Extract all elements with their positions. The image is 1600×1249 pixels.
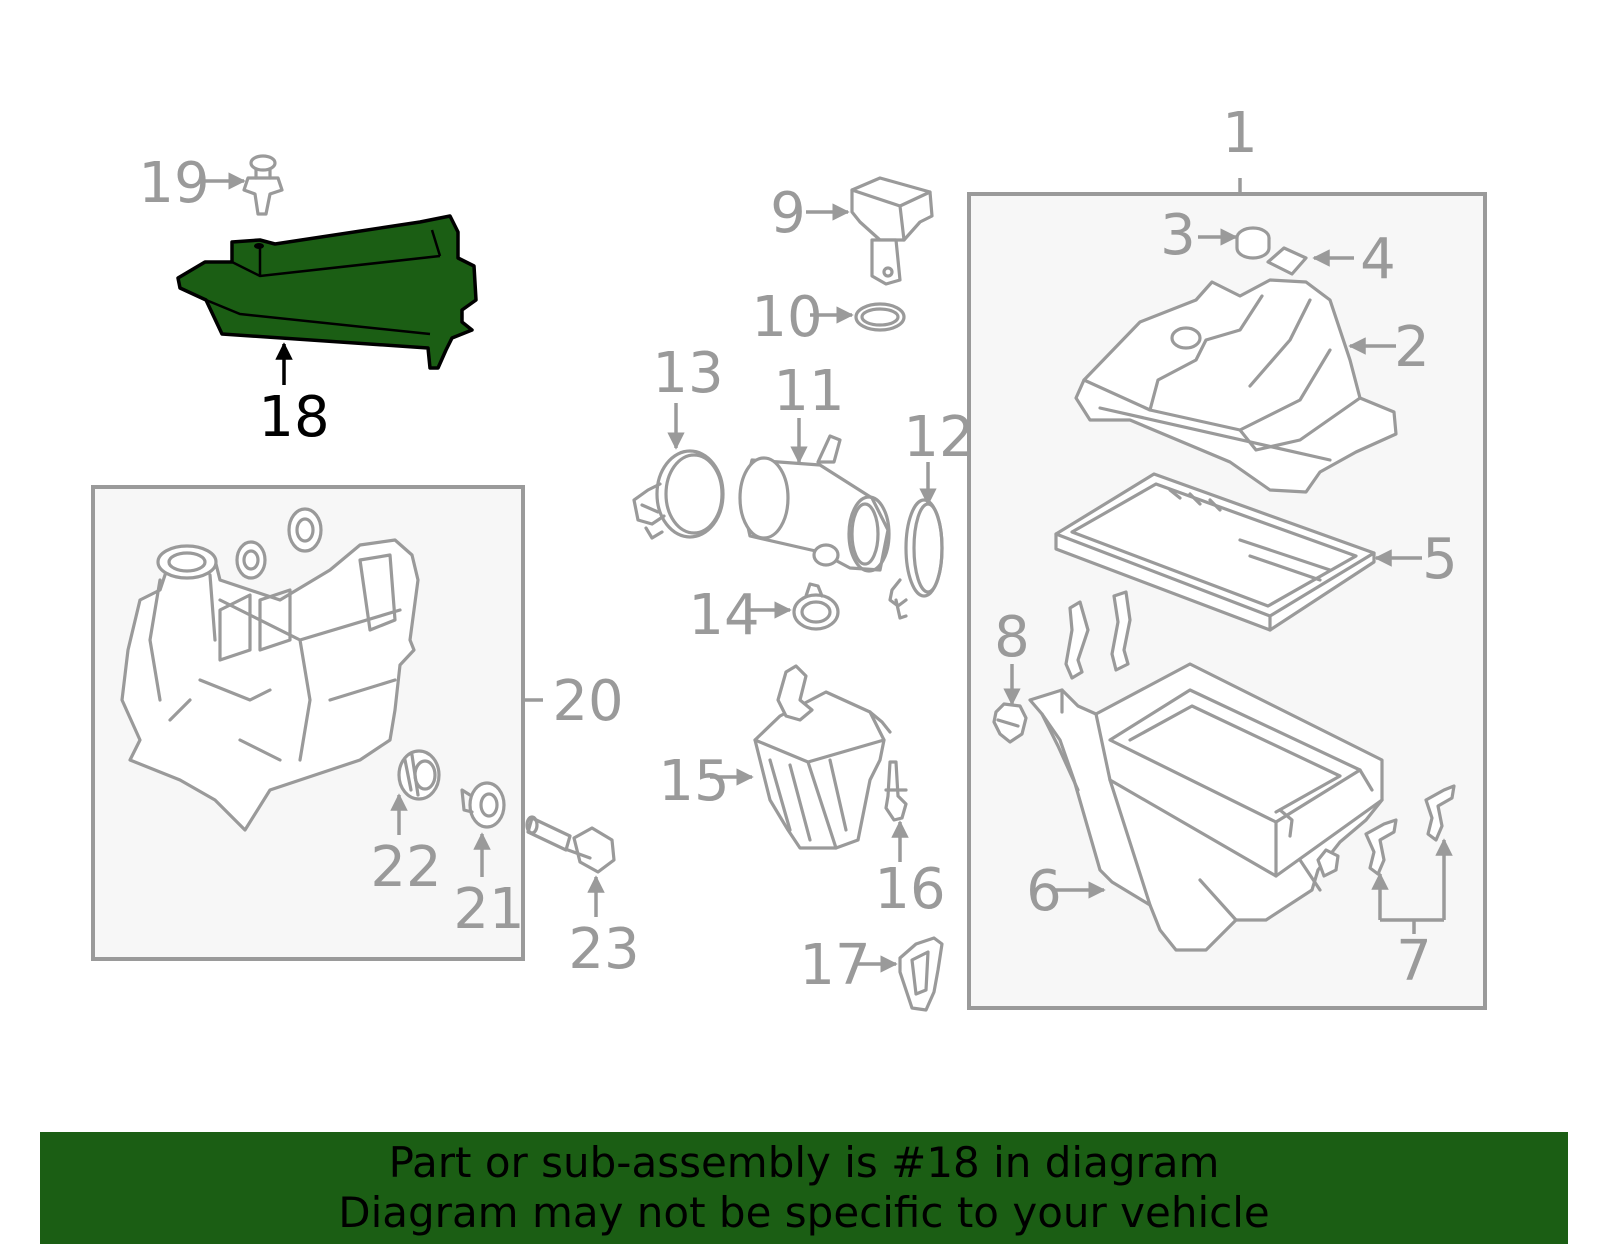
callout-17: 17 [799,933,870,998]
part-6-air-box-lower[interactable] [1028,662,1384,952]
callout-7: 7 [1396,929,1432,994]
part-20-resonator[interactable] [120,507,420,832]
callout-10: 10 [751,285,822,350]
part-21-grommet[interactable] [460,781,506,829]
part-10-o-ring[interactable] [854,302,906,332]
part-11-inlet-tube[interactable] [738,434,891,573]
part-2-air-box-cover[interactable] [1074,278,1398,494]
callout-13: 13 [652,341,723,406]
callout-12: 12 [903,405,974,470]
callout-3: 3 [1160,203,1196,268]
callout-9: 9 [770,181,806,246]
callout-11: 11 [773,359,844,424]
callout-14: 14 [688,583,759,648]
part-19-clip[interactable] [242,154,284,216]
callout-20: 20 [552,669,623,734]
part-3-grommet[interactable] [1235,226,1271,260]
banner-line-2: Diagram may not be specific to your vehi… [338,1188,1270,1237]
callout-21: 21 [453,877,524,942]
callout-18: 18 [258,385,329,450]
callout-1: 1 [1222,101,1258,166]
callout-4: 4 [1360,227,1396,292]
part-8-grommet[interactable] [992,702,1028,744]
callout-2: 2 [1394,315,1430,380]
part-18-highlighted[interactable] [176,214,478,370]
part-17-bracket[interactable] [898,936,944,1012]
part-14-clamp[interactable] [792,582,840,631]
callout-8: 8 [994,605,1030,670]
callout-15: 15 [658,749,729,814]
part-brackets[interactable] [1064,590,1132,680]
part-7-clips[interactable] [1364,784,1456,876]
info-banner: Part or sub-assembly is #18 in diagram D… [40,1132,1568,1244]
callout-22: 22 [370,835,441,900]
part-22-grommet[interactable] [397,749,441,801]
part-4-seal[interactable] [1266,246,1308,276]
callout-6: 6 [1026,859,1062,924]
part-13-clamp[interactable] [632,449,725,540]
banner-line-1: Part or sub-assembly is #18 in diagram [388,1138,1220,1187]
part-5-air-filter[interactable] [1054,472,1376,632]
part-9-sensor[interactable] [850,176,934,286]
part-16-pin[interactable] [884,760,908,822]
callout-19: 19 [138,151,209,216]
callout-23: 23 [568,917,639,982]
callout-5: 5 [1422,527,1458,592]
part-12-clamp[interactable] [888,498,944,620]
callout-16: 16 [874,857,945,922]
part-23-bolt[interactable] [525,815,616,874]
part-15-resonator[interactable] [753,664,892,850]
